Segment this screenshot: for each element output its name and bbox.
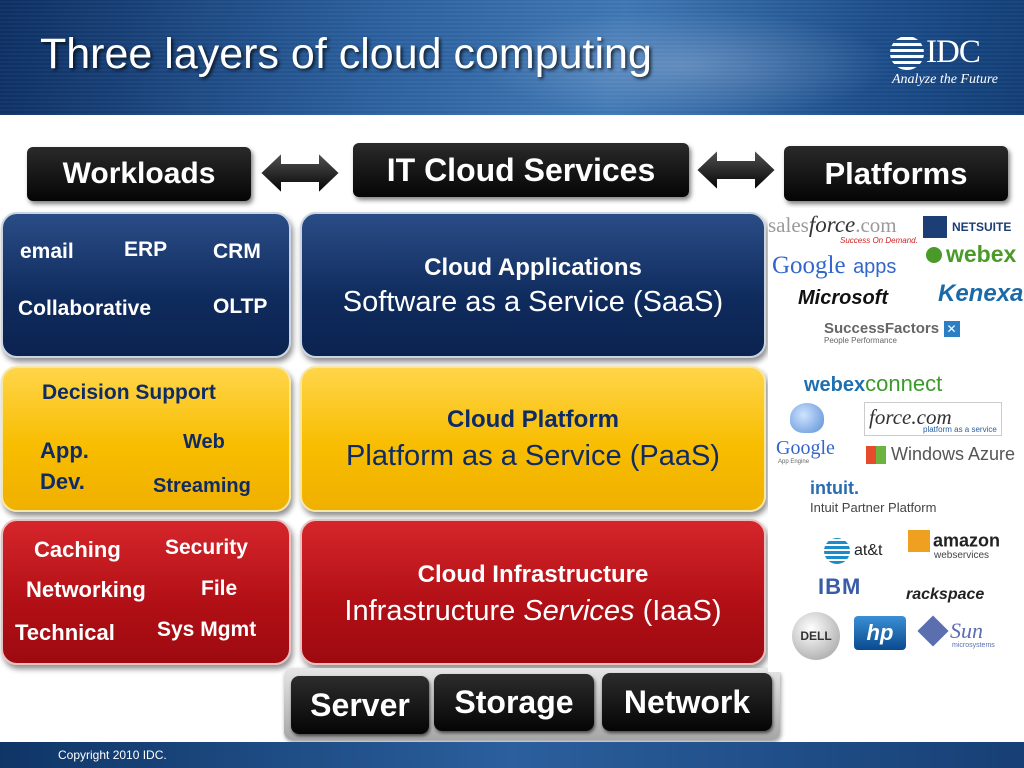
- sun-microsystems-logo: Sun microsystems: [917, 615, 995, 649]
- amazon-web-services-logo: amazon webservices: [908, 530, 1000, 561]
- double-arrow-icon: [694, 147, 778, 193]
- windows-azure-logo: Windows Azure: [866, 444, 1015, 465]
- workloads-label: Workloads: [27, 147, 251, 201]
- server-label: Server: [291, 676, 429, 734]
- hp-logo: hp: [854, 616, 906, 650]
- workload-erp: ERP: [124, 238, 168, 261]
- workload-security: Security: [165, 536, 248, 559]
- webex-icon: [926, 246, 942, 263]
- network-label: Network: [602, 673, 772, 731]
- globe-icon: [890, 36, 924, 70]
- idc-logo: IDC Analyze the Future: [890, 34, 1010, 96]
- copyright-text: Copyright 2010 IDC.: [58, 748, 167, 762]
- force-com-logo: force.com platform as a service: [864, 402, 1002, 436]
- workload-technical: Technical: [15, 620, 115, 645]
- workload-app: App.: [40, 438, 89, 463]
- google-apps-logo: Google apps: [772, 252, 897, 279]
- workload-sys-mgmt: Sys Mgmt: [157, 618, 257, 641]
- idc-logo-tagline: Analyze the Future: [892, 72, 999, 87]
- paas-subtitle: Platform as a Service (PaaS): [346, 440, 720, 472]
- slide-header: Three layers of cloud computing IDC Anal…: [0, 0, 1024, 115]
- workload-oltp: OLTP: [213, 295, 268, 318]
- workload-streaming: Streaming: [153, 475, 251, 497]
- saas-workloads-box: email ERP CRM Collaborative OLTP: [1, 212, 291, 358]
- sun-icon: [917, 615, 949, 647]
- rackspace-logo: rackspace: [906, 586, 985, 603]
- att-logo: at&t: [824, 538, 882, 564]
- header-texture: [0, 0, 1024, 115]
- workload-web: Web: [183, 431, 225, 453]
- iaas-subtitle-post: (IaaS): [634, 595, 722, 627]
- iaas-workloads-box: Caching Security Networking File Technic…: [1, 519, 291, 665]
- iaas-subtitle-pre: Infrastructure: [344, 595, 524, 627]
- platforms-label: Platforms: [784, 146, 1008, 201]
- netsuite-logo: NETSUITE: [923, 216, 1011, 238]
- aws-cubes-icon: [908, 530, 930, 552]
- salesforce-logo: salesforce.com Success On Demand.: [768, 212, 918, 245]
- workload-networking: Networking: [26, 577, 146, 602]
- cloud-infrastructure-title: Cloud Infrastructure: [417, 561, 649, 588]
- paas-workloads-box: Decision Support App. Dev. Web Streaming: [1, 366, 291, 512]
- windows-flag-icon: [866, 445, 886, 464]
- saas-subtitle: Software as a Service (SaaS): [342, 286, 724, 318]
- workload-dev: Dev.: [40, 469, 85, 494]
- workload-caching: Caching: [34, 537, 121, 562]
- att-globe-icon: [824, 538, 850, 564]
- successfactors-logo: SuccessFactors ✕ People Performance: [824, 320, 960, 345]
- cloud-applications-title: Cloud Applications: [424, 254, 642, 281]
- slide-footer: Copyright 2010 IDC.: [0, 742, 1024, 768]
- microsoft-logo: Microsoft: [798, 287, 888, 309]
- workload-decision-support: Decision Support: [42, 381, 216, 404]
- intuit-partner-platform-logo: Intuit Partner Platform: [810, 500, 937, 515]
- kenexa-logo: Kenexa: [938, 280, 1024, 307]
- google-app-engine-logo: Google App Engine: [776, 403, 836, 465]
- dell-logo: DELL: [792, 612, 840, 660]
- iaas-subtitle: Infrastructure Services (IaaS): [302, 595, 764, 628]
- double-arrow-icon: [258, 150, 342, 196]
- cloud-applications-box: Cloud Applications Software as a Service…: [300, 212, 766, 358]
- ibm-logo: IBM: [818, 574, 862, 599]
- header-decoration: [474, 10, 894, 115]
- cloud-platform-box: Cloud Platform Platform as a Service (Pa…: [300, 366, 766, 512]
- storage-label: Storage: [434, 674, 594, 731]
- app-engine-icon: [790, 403, 824, 433]
- iaas-subtitle-italic: Services: [523, 595, 635, 627]
- workload-email: email: [20, 240, 74, 263]
- successfactors-x-icon: ✕: [943, 320, 960, 337]
- netsuite-icon: [923, 216, 947, 238]
- workload-collaborative: Collaborative: [18, 297, 152, 320]
- webex-logo: webex: [926, 241, 1016, 268]
- idc-logo-word: IDC: [926, 34, 981, 70]
- workload-crm: CRM: [213, 240, 261, 263]
- webex-connect-logo: webexconnect: [804, 371, 943, 396]
- workload-file: File: [201, 577, 238, 600]
- cloud-infrastructure-box: Cloud Infrastructure Infrastructure Serv…: [300, 519, 766, 665]
- slide-title: Three layers of cloud computing: [40, 30, 652, 78]
- cloud-platform-title: Cloud Platform: [447, 406, 619, 433]
- it-cloud-services-label: IT Cloud Services: [353, 143, 689, 197]
- intuit-logo: intuit.: [810, 478, 859, 498]
- vendor-logos-panel: salesforce.com Success On Demand. NETSUI…: [768, 208, 1024, 672]
